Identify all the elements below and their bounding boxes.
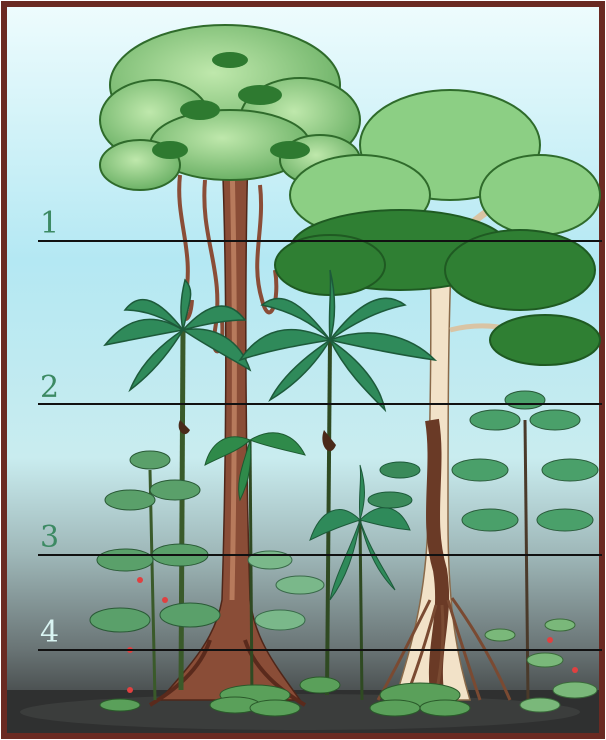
layer-label-4: 4 [40, 615, 59, 650]
layer-label-2: 2 [40, 370, 59, 405]
layer-label-3: 3 [40, 520, 59, 555]
forest-floor [7, 690, 599, 733]
layer-label-1: 1 [40, 206, 59, 241]
